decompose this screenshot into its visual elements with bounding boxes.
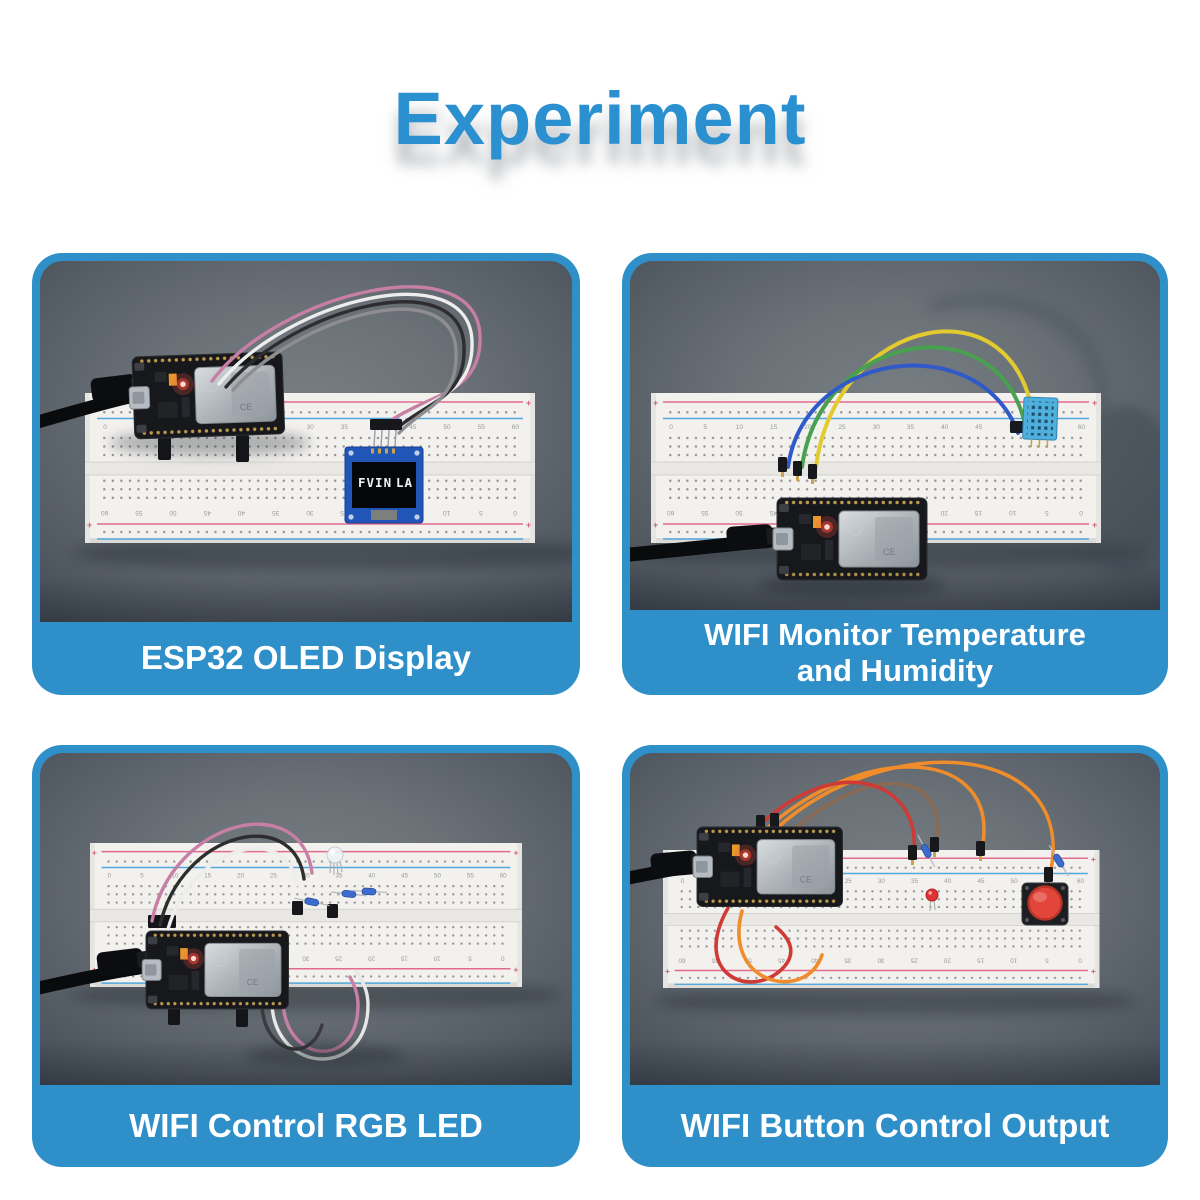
- photo-esp32-oled: FVIN LA: [40, 261, 572, 622]
- panel-wifi-control-rgb-led: WIFI Control RGB LED: [32, 745, 580, 1167]
- oled-screen-text-left: FVIN: [358, 475, 392, 490]
- jumper-wires: [786, 329, 1036, 469]
- usb-cable: [40, 372, 146, 429]
- push-button: [1020, 881, 1070, 927]
- panel-wifi-button-control-output: WIFI Button Control Output: [622, 745, 1168, 1167]
- pin-header: [292, 901, 303, 915]
- usb-cable: [630, 849, 705, 885]
- scene-button-control: [630, 753, 1160, 1085]
- esp32-board: [692, 826, 844, 908]
- oled-display-module: FVIN LA: [344, 446, 424, 524]
- photo-rgb-led: [40, 753, 572, 1085]
- esp32-board: [141, 930, 290, 1010]
- usb-cable: [630, 523, 783, 562]
- usb-cable: [40, 946, 153, 995]
- caption-wifi-control-rgb-led: WIFI Control RGB LED: [129, 1106, 483, 1144]
- scene-esp32-oled: FVIN LA: [40, 261, 572, 622]
- photo-button-control: [630, 753, 1160, 1085]
- jumper-wires: [150, 822, 314, 931]
- pin-header: [370, 419, 402, 430]
- panel-esp32-oled-display: FVIN LA ESP32 OLED Display: [32, 253, 580, 695]
- scene-wifi-monitor: [630, 261, 1160, 610]
- caption-wifi-button-control-output: WIFI Button Control Output: [680, 1106, 1110, 1144]
- caption-wifi-monitor-temp-humidity: WIFI Monitor Temperature and Humidity: [704, 616, 1086, 688]
- page-title: Experiment: [393, 77, 807, 160]
- scene-rgb-led: [40, 753, 572, 1085]
- pin-header: [327, 904, 338, 918]
- jumper-wires: [714, 760, 1055, 984]
- oled-screen-text-right: LA: [396, 475, 413, 490]
- ribbon-jumper-wires: [210, 285, 482, 435]
- photo-wifi-monitor: [630, 261, 1160, 610]
- panel-wifi-monitor-temp-humidity: WIFI Monitor Temperature and Humidity: [622, 253, 1168, 695]
- caption-esp32-oled-display: ESP32 OLED Display: [140, 639, 472, 677]
